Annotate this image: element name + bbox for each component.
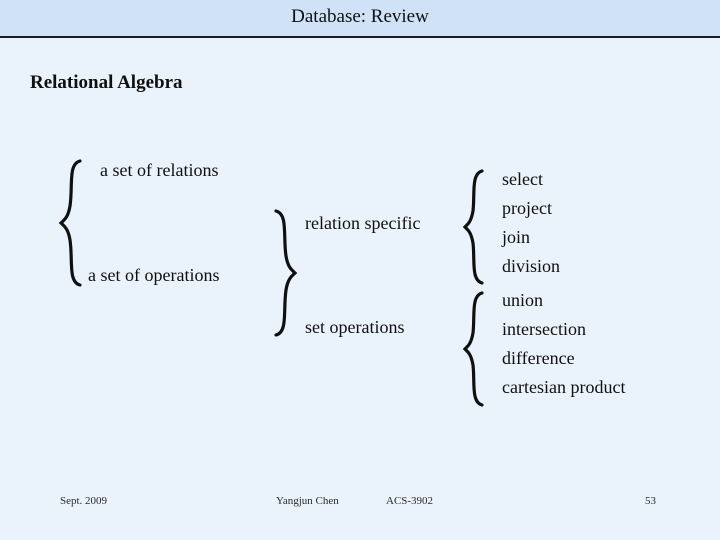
- page-title: Database: Review: [291, 6, 429, 27]
- brace-relation-specific-icon: [462, 168, 486, 286]
- footer-page-number: 53: [645, 495, 656, 507]
- slide-footer: Sept. 2009 Yangjun Chen ACS-3902 53: [0, 495, 720, 515]
- relation-specific-operator-list: select project join division: [502, 165, 560, 281]
- footer-date: Sept. 2009: [60, 495, 108, 507]
- list-item: intersection: [502, 319, 586, 339]
- footer-author: Yangjun Chen: [276, 495, 339, 507]
- label-set-of-operations: a set of operations: [88, 265, 220, 285]
- footer-course: ACS-3902: [386, 495, 434, 507]
- label-set-of-relations: a set of relations: [100, 160, 219, 180]
- list-item: union: [502, 290, 544, 310]
- list-item: difference: [502, 348, 575, 368]
- set-operator-list: union intersection difference cartesian …: [502, 286, 625, 402]
- brace-operations-icon: [272, 208, 298, 338]
- list-item: project: [502, 198, 552, 218]
- list-item: division: [502, 256, 561, 276]
- list-item: join: [502, 227, 531, 247]
- label-relation-specific: relation specific: [305, 213, 421, 233]
- brace-set-operations-icon: [462, 290, 486, 408]
- label-set-operations: set operations: [305, 317, 405, 337]
- list-item: cartesian product: [502, 377, 626, 397]
- slide-title-bar: Database: Review: [0, 0, 720, 38]
- list-item: select: [502, 169, 543, 189]
- brace-main-icon: [58, 158, 84, 288]
- section-heading: Relational Algebra: [30, 72, 183, 93]
